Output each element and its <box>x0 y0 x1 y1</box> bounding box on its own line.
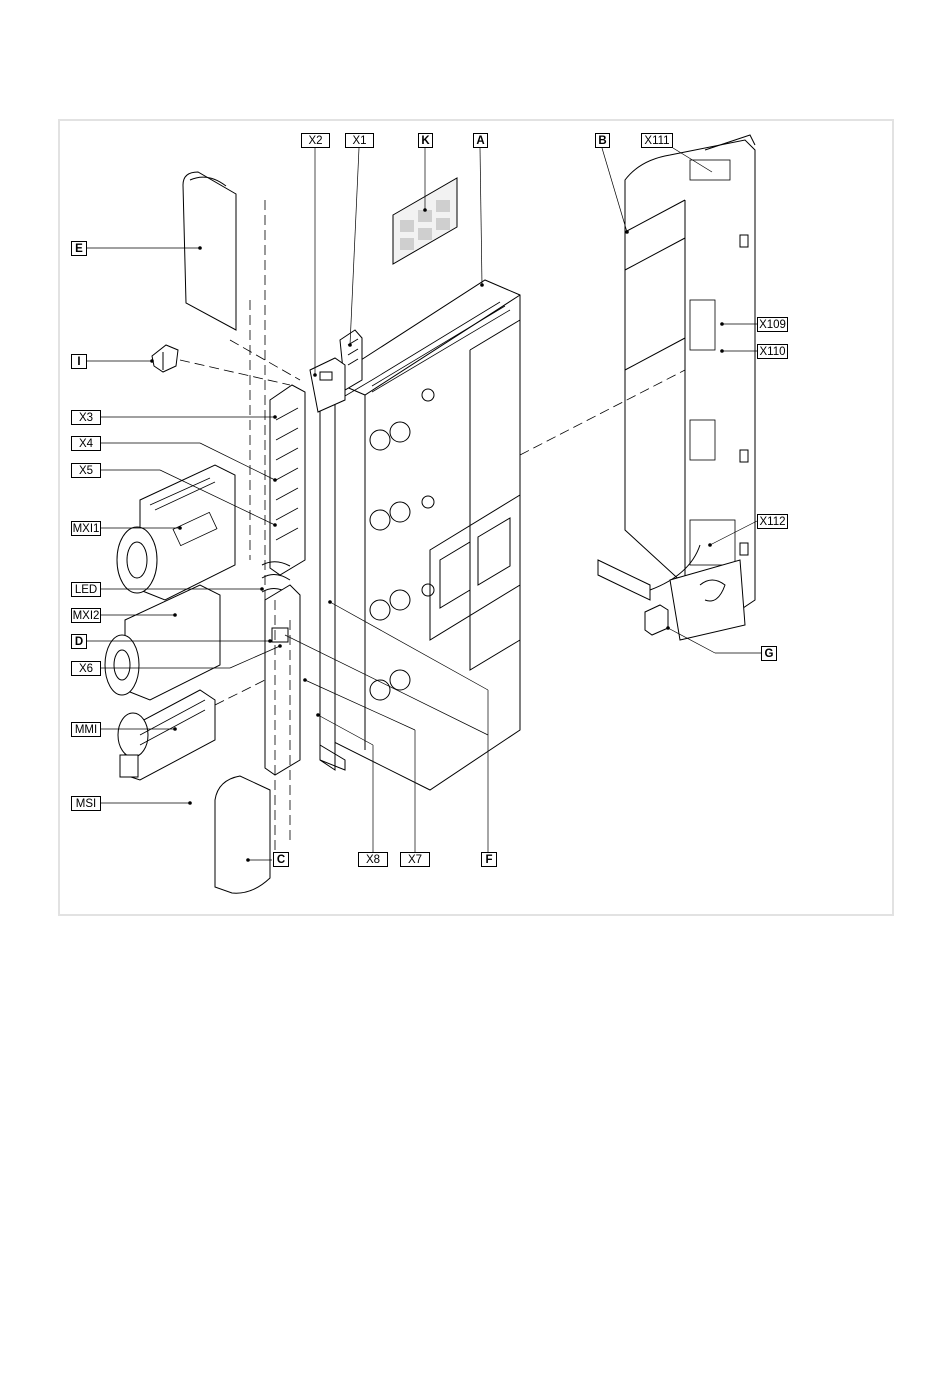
callout-c: C <box>273 852 289 867</box>
callout-mxi2: MXI2 <box>71 608 101 623</box>
callout-x112: X112 <box>757 514 788 529</box>
callout-led: LED <box>71 582 101 597</box>
callout-a: A <box>473 133 488 148</box>
callout-x4: X4 <box>71 436 101 451</box>
callout-msi: MSI <box>71 796 101 811</box>
callout-x2: X2 <box>301 133 330 148</box>
callout-x1: X1 <box>345 133 374 148</box>
callout-x3: X3 <box>71 410 101 425</box>
callout-x110: X110 <box>757 344 788 359</box>
callout-i: I <box>71 354 87 369</box>
cover-e <box>183 172 236 330</box>
callout-x111: X111 <box>641 133 673 148</box>
module-mxi2 <box>105 585 220 700</box>
callout-e: E <box>71 241 87 256</box>
callout-x109: X109 <box>757 317 788 332</box>
module-mmi <box>118 690 215 780</box>
callout-x7: X7 <box>400 852 430 867</box>
cover-c <box>215 776 270 893</box>
callout-b: B <box>595 133 610 148</box>
callout-x5: X5 <box>71 463 101 478</box>
callout-x8: X8 <box>358 852 388 867</box>
callout-d: D <box>71 634 87 649</box>
control-module <box>262 385 305 775</box>
part-i-clip <box>152 345 178 372</box>
callout-g: G <box>761 646 777 661</box>
module-mxi1 <box>117 465 235 600</box>
callout-mxi1: MXI1 <box>71 521 101 536</box>
callout-x6: X6 <box>71 661 101 676</box>
callout-k: K <box>418 133 433 148</box>
part-g <box>645 605 668 635</box>
rear-panel-b <box>625 135 755 610</box>
callout-mmi: MMI <box>71 722 101 737</box>
callout-f: F <box>481 852 497 867</box>
